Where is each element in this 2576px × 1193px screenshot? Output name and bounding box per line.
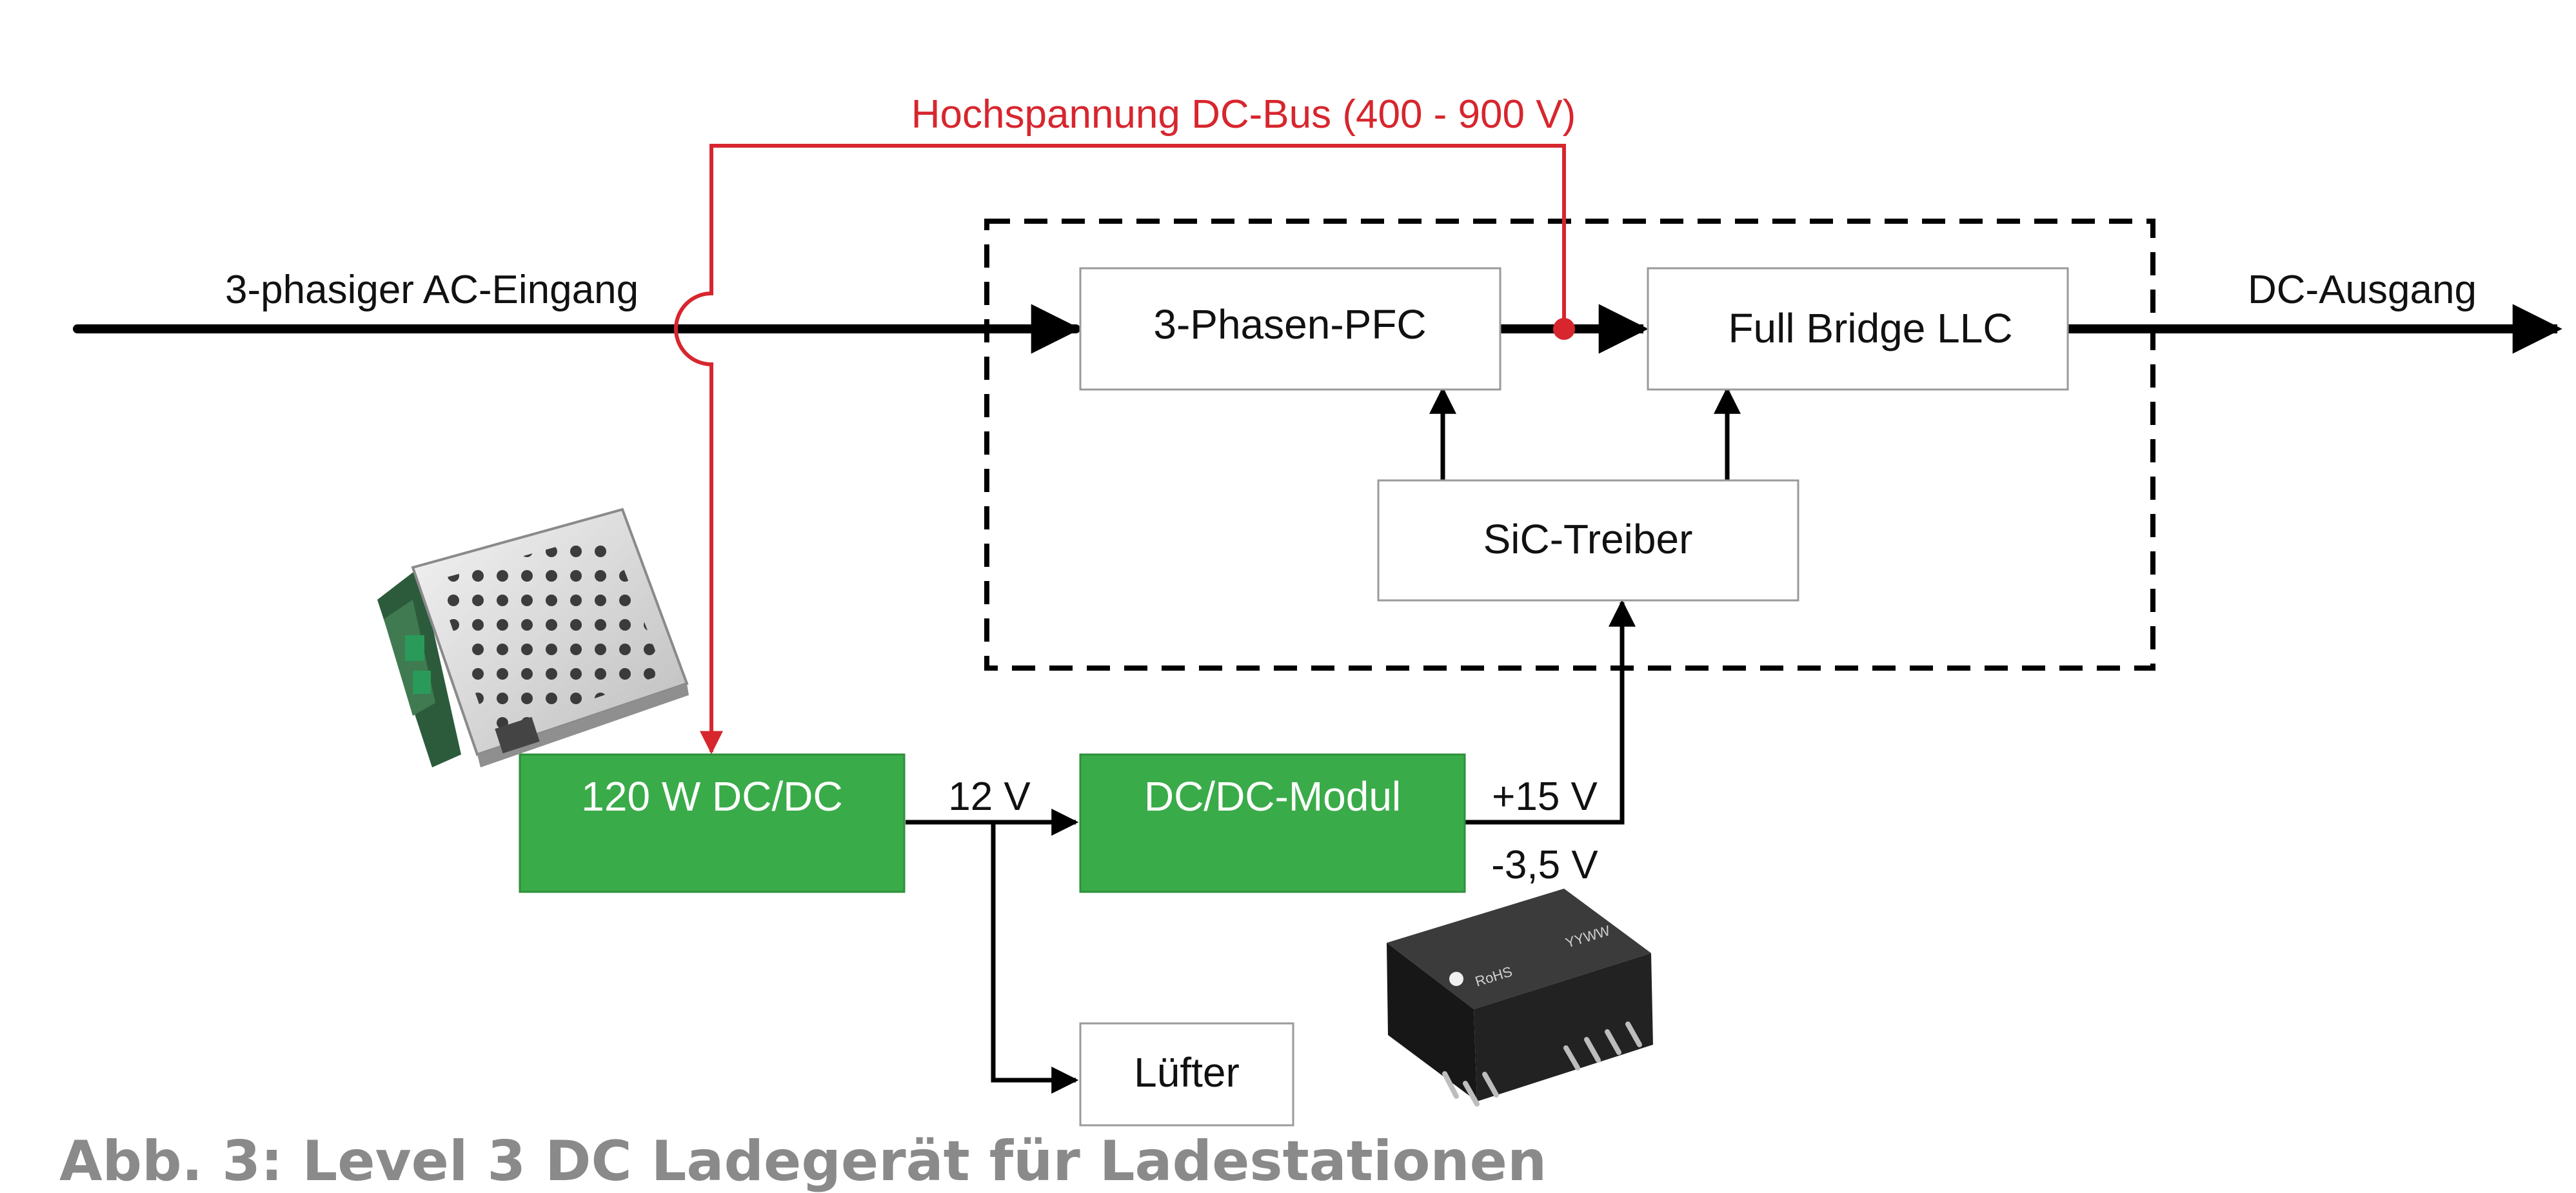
power-supply-image — [377, 508, 689, 767]
block-sic-driver: SiC-Treiber — [1377, 479, 1799, 602]
block-pfc-label: 3-Phasen-PFC — [1153, 301, 1426, 348]
dc-output-label: DC-Ausgang — [2248, 268, 2477, 312]
block-llc: Full Bridge LLC — [1647, 267, 2069, 391]
block-dcdc-module-label: DC/DC-Modul — [1144, 773, 1401, 820]
block-fan-label: Lüfter — [1134, 1049, 1240, 1096]
fan-branch-line — [991, 822, 1079, 1094]
v12-label: 12 V — [948, 774, 1031, 819]
v35-label: -3,5 V — [1491, 843, 1598, 887]
hv-bus-line — [674, 144, 1566, 754]
block-dcdc-120w-label: 120 W DC/DC — [581, 773, 842, 820]
v15-label: +15 V — [1492, 774, 1598, 819]
hv-bus-junction-dot — [1553, 318, 1575, 340]
ac-input-label: 3-phasiger AC-Eingang — [225, 268, 639, 312]
block-fan: Lüfter — [1079, 1022, 1294, 1127]
figure-caption: Abb. 3: Level 3 DC Ladegerät für Ladesta… — [59, 1129, 1547, 1193]
hv-bus-label: Hochspannung DC-Bus (400 - 900 V) — [911, 92, 1576, 137]
power-stage-enclosure — [984, 219, 2155, 671]
block-sic-label: SiC-Treiber — [1483, 516, 1693, 562]
dcdc-module-image: RoHS YYWW — [1387, 889, 1653, 1107]
block-llc-label: Full Bridge LLC — [1728, 305, 2012, 351]
block-dcdc-120w: 120 W DC/DC — [519, 753, 906, 893]
block-pfc: 3-Phasen-PFC — [1079, 267, 1501, 391]
block-dcdc-module: DC/DC-Modul — [1079, 753, 1466, 893]
v15-line — [1464, 599, 1636, 825]
